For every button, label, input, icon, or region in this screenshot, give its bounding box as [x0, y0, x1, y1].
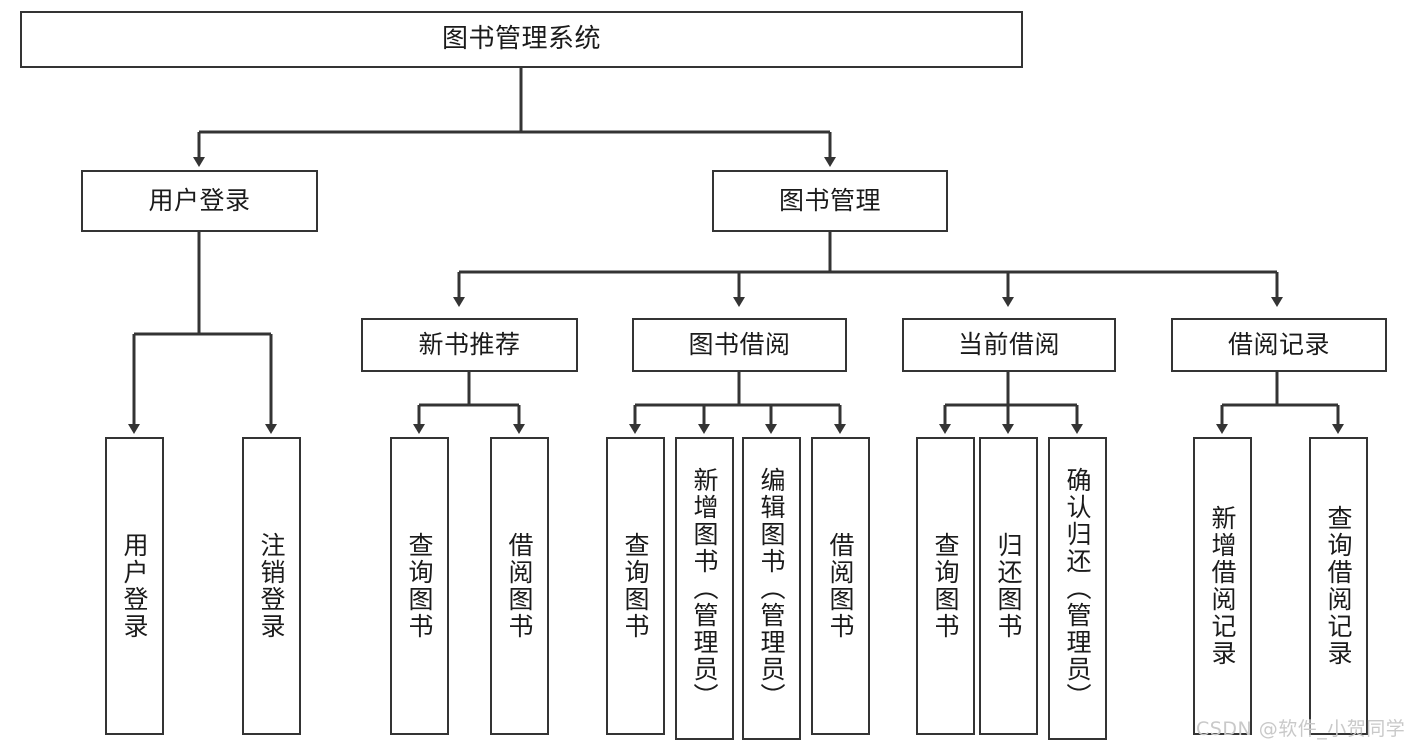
node-label: 图书管理: [778, 186, 881, 215]
leaf-record-add-record[interactable]: 新增借阅记录: [1193, 437, 1252, 735]
node-borrow-record[interactable]: 借阅记录: [1171, 318, 1387, 372]
node-label: 当前借阅: [957, 330, 1060, 359]
leaf-borrow-add-book-admin[interactable]: 新增图书（管理员）: [675, 437, 734, 740]
node-label: 借阅记录: [1227, 330, 1330, 359]
node-label: 新书推荐: [418, 330, 521, 359]
node-label: 用户登录: [120, 532, 149, 640]
node-new-book-recommend[interactable]: 新书推荐: [361, 318, 578, 372]
node-current-borrow[interactable]: 当前借阅: [902, 318, 1116, 372]
node-label: 查询图书: [405, 532, 434, 640]
node-label: 新增借阅记录: [1208, 505, 1237, 667]
node-label: 用户登录: [148, 186, 251, 215]
node-label: 查询图书: [931, 532, 960, 640]
node-label: 查询借阅记录: [1324, 505, 1353, 667]
leaf-borrow-query-book[interactable]: 查询图书: [606, 437, 665, 735]
leaf-recommend-query-book[interactable]: 查询图书: [390, 437, 449, 735]
leaf-current-query-book[interactable]: 查询图书: [916, 437, 975, 735]
leaf-current-confirm-return-admin[interactable]: 确认归还（管理员）: [1048, 437, 1107, 740]
node-label: 借阅图书: [826, 532, 855, 640]
leaf-record-query-record[interactable]: 查询借阅记录: [1309, 437, 1368, 735]
node-label: 查询图书: [621, 532, 650, 640]
node-label: 新增图书（管理员）: [690, 467, 719, 710]
leaf-user-login-logout[interactable]: 注销登录: [242, 437, 301, 735]
node-root-system[interactable]: 图书管理系统: [20, 11, 1023, 68]
node-label: 图书管理系统: [441, 23, 601, 54]
node-label: 确认归还（管理员）: [1063, 467, 1092, 710]
node-user-login[interactable]: 用户登录: [81, 170, 318, 232]
node-label: 借阅图书: [505, 532, 534, 640]
node-label: 图书借阅: [688, 330, 791, 359]
leaf-current-return-book[interactable]: 归还图书: [979, 437, 1038, 735]
csdn-watermark: CSDN @软件_小贺同学: [1196, 718, 1405, 740]
node-label: 编辑图书（管理员）: [757, 467, 786, 710]
leaf-borrow-edit-book-admin[interactable]: 编辑图书（管理员）: [742, 437, 801, 740]
node-label: 注销登录: [257, 532, 286, 640]
leaf-recommend-borrow-book[interactable]: 借阅图书: [490, 437, 549, 735]
leaf-borrow-borrow-book[interactable]: 借阅图书: [811, 437, 870, 735]
node-book-borrow[interactable]: 图书借阅: [632, 318, 847, 372]
leaf-user-login-login[interactable]: 用户登录: [105, 437, 164, 735]
node-label: 归还图书: [994, 532, 1023, 640]
node-book-management[interactable]: 图书管理: [712, 170, 948, 232]
